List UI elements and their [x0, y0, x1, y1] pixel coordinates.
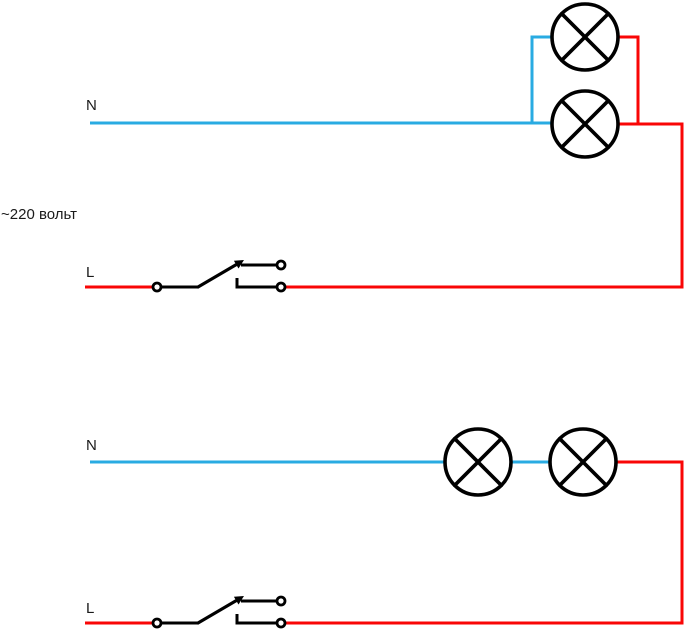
- switch-terminal: [275, 281, 287, 293]
- switch-lever: [196, 598, 238, 625]
- series-lamps-circuit: N L: [85, 427, 684, 629]
- line-label: L: [86, 600, 94, 617]
- switch-lever: [196, 263, 238, 289]
- switch-lower-contact: [235, 278, 277, 289]
- lamp-icon: [548, 427, 618, 497]
- lamp-cross-line: [557, 436, 609, 488]
- switch-lever-arrow: [233, 260, 244, 269]
- voltage-label: ~220 вольт: [1, 206, 77, 223]
- lamp-icon: [443, 427, 513, 497]
- neutral-label: N: [86, 437, 97, 454]
- switch-terminal: [151, 281, 163, 293]
- parallel-lamps-circuit: N L: [85, 2, 684, 293]
- line-wire: [85, 35, 684, 289]
- line-wire: [85, 460, 684, 625]
- neutral-label: N: [86, 97, 97, 114]
- switch-terminal: [275, 595, 287, 607]
- switch-lever-arrow: [233, 596, 244, 605]
- switch-lower-contact: [235, 614, 277, 625]
- switch-icon: [151, 259, 287, 293]
- neutral-wire: [90, 35, 552, 125]
- lamp-icon: [550, 2, 620, 72]
- lamp-icon: [550, 89, 620, 159]
- lamp-cross-line: [559, 11, 611, 63]
- switch-terminal: [275, 617, 287, 629]
- switch-terminal: [151, 617, 163, 629]
- switch-icon: [151, 595, 287, 629]
- lamp-cross-line: [452, 436, 504, 488]
- lamp-cross-line: [559, 98, 611, 150]
- switch-terminal: [275, 259, 287, 271]
- line-label: L: [86, 264, 94, 281]
